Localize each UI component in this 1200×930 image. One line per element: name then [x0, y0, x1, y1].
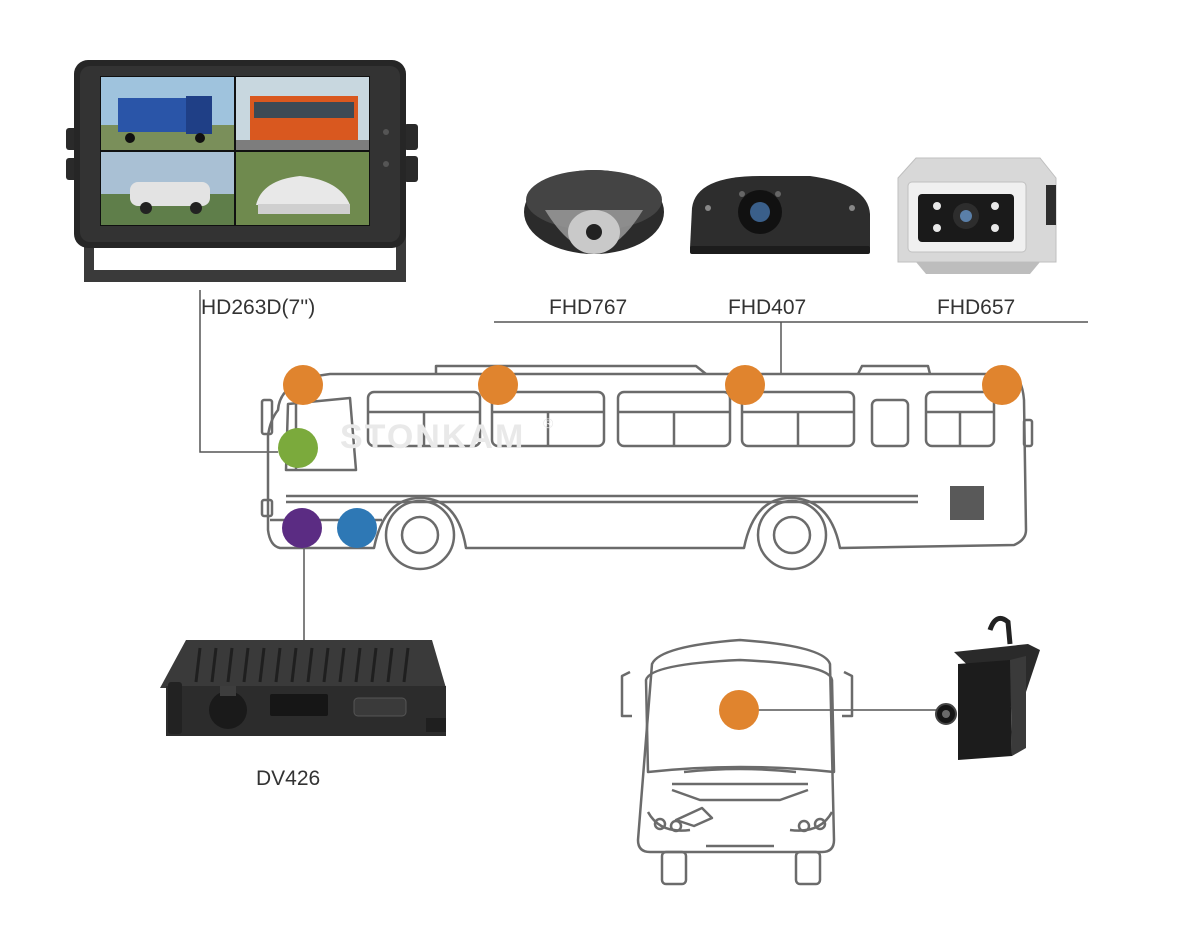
marker-roof-3	[725, 365, 765, 405]
bus-side-icon	[260, 364, 1034, 571]
rear-box	[950, 486, 984, 520]
box-camera-label: FHD657	[937, 296, 1015, 319]
marker-front-view	[719, 690, 759, 730]
dvr-label: DV426	[256, 767, 320, 790]
bar-camera-label: FHD407	[728, 296, 806, 319]
mini-camera-icon	[935, 615, 1040, 760]
marker-dvr	[282, 508, 322, 548]
dvr-icon	[160, 640, 446, 736]
box-camera-icon	[897, 157, 1057, 274]
watermark: STONKAM	[340, 418, 525, 456]
monitor-icon	[66, 60, 418, 282]
bus-front-icon	[620, 638, 854, 886]
position-markers	[278, 365, 1022, 548]
marker-roof-rear	[982, 365, 1022, 405]
connector-lines	[199, 290, 1088, 711]
marker-roof-front	[283, 365, 323, 405]
monitor-label: HD263D(7'')	[201, 296, 315, 319]
marker-monitor	[278, 428, 318, 468]
watermark-mark: ®	[543, 415, 554, 431]
dome-camera-label: FHD767	[549, 296, 627, 319]
bar-camera-icon	[690, 176, 870, 254]
marker-extra	[337, 508, 377, 548]
dome-camera-icon	[524, 170, 664, 254]
marker-roof-2	[478, 365, 518, 405]
